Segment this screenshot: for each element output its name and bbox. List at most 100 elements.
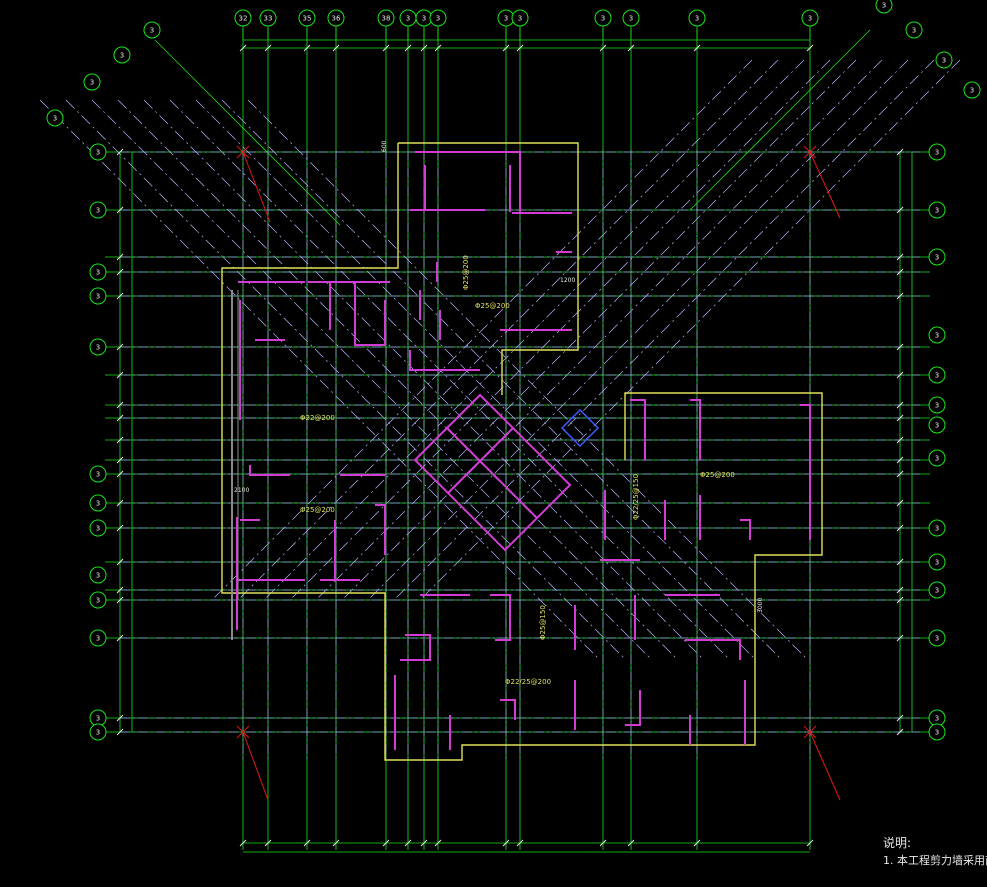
dimension-tick bbox=[896, 586, 904, 594]
dimension-tick bbox=[896, 414, 904, 422]
dimension-tick bbox=[382, 44, 390, 52]
axis-bubble-top-label: 3 bbox=[422, 15, 426, 23]
shear-wall-segment bbox=[625, 690, 641, 726]
dimension-tick bbox=[264, 44, 272, 52]
shear-wall-segment bbox=[249, 465, 290, 476]
shear-wall-segment bbox=[740, 519, 751, 540]
axis-bubble-left-label: 3 bbox=[96, 597, 100, 605]
dimension-tick bbox=[896, 558, 904, 566]
dimension-tick bbox=[116, 728, 124, 736]
dimension-tick bbox=[896, 253, 904, 261]
axis-bubble-left bbox=[89, 629, 107, 647]
dimension-tick bbox=[332, 44, 340, 52]
axis-bubble-right-label: 3 bbox=[935, 715, 939, 723]
dimension-tick bbox=[502, 839, 510, 847]
axis-bubble-right bbox=[928, 629, 946, 647]
axis-bubble-left-label: 3 bbox=[96, 715, 100, 723]
dimension-tick bbox=[896, 401, 904, 409]
dimension-tick bbox=[896, 371, 904, 379]
dim-label-600: 600 bbox=[381, 140, 388, 152]
axis-bubble-left bbox=[89, 723, 107, 741]
dimension-tick bbox=[896, 470, 904, 478]
axis-bubble-top-label: 3 bbox=[601, 15, 605, 23]
rebar-label-5: Φ25@200 bbox=[700, 471, 735, 479]
axis-bubble-right bbox=[928, 553, 946, 571]
axis-bubble-right bbox=[928, 143, 946, 161]
axis-bubble-diagonal bbox=[113, 46, 131, 64]
diagonal-axis-line-b bbox=[315, 59, 857, 601]
axis-bubble-top-label: 3 bbox=[629, 15, 633, 23]
dimension-tick bbox=[599, 44, 607, 52]
outline-wall bbox=[221, 143, 823, 761]
axis-bubble-right bbox=[928, 723, 946, 741]
axis-bubble-diagonal-label: 3 bbox=[90, 79, 94, 87]
dimension-tick bbox=[116, 714, 124, 722]
axis-bubble-diagonal bbox=[143, 21, 161, 39]
dimension-tick bbox=[404, 839, 412, 847]
dimension-tick bbox=[116, 292, 124, 300]
shear-wall-segment bbox=[375, 504, 386, 555]
dimension-tick bbox=[627, 44, 635, 52]
dimension-tick bbox=[116, 206, 124, 214]
axis-bubble-top-label: 3 bbox=[808, 15, 812, 23]
axis-bubble-top bbox=[298, 9, 316, 27]
dimension-tick bbox=[116, 470, 124, 478]
axis-bubble-top bbox=[259, 9, 277, 27]
drawing-notes: 说明: 1. 本工程剪力墙采用商品砼, 土 bbox=[883, 834, 987, 870]
axis-bubble-diagonal bbox=[935, 51, 953, 69]
dimension-tick bbox=[116, 634, 124, 642]
axis-bubble-left-label: 3 bbox=[96, 293, 100, 301]
axis-bubble-diagonal bbox=[963, 81, 981, 99]
notes-line-1: 1. 本工程剪力墙采用商品砼, 土 bbox=[883, 854, 987, 867]
diagonal-axis-line-b bbox=[367, 59, 909, 601]
axis-bubble-left bbox=[89, 519, 107, 537]
axis-bubble-top-label: 35 bbox=[303, 15, 312, 23]
axis-bubble-top-label: 32 bbox=[239, 15, 248, 23]
axis-bubble-top bbox=[688, 9, 706, 27]
dimension-tick bbox=[116, 436, 124, 444]
axis-bubble-left bbox=[89, 263, 107, 281]
axis-bubble-right bbox=[928, 449, 946, 467]
dimension-tick bbox=[693, 839, 701, 847]
rebar-label-4: Φ25@200 bbox=[300, 506, 335, 514]
axis-bubble-right-label: 3 bbox=[935, 254, 939, 262]
dimension-tick bbox=[239, 44, 247, 52]
shear-wall-segment bbox=[685, 639, 741, 660]
axis-bubble-left bbox=[89, 338, 107, 356]
dimension-tick bbox=[896, 148, 904, 156]
axis-bubble-top-label: 3 bbox=[504, 15, 508, 23]
rebar-label-3: Φ22@200 bbox=[300, 414, 335, 422]
dimension-tick bbox=[332, 839, 340, 847]
axis-bubble-diagonal-label: 3 bbox=[53, 115, 57, 123]
axis-bubble-left bbox=[89, 494, 107, 512]
axis-bubble-left bbox=[89, 591, 107, 609]
diagonal-axis-line-b bbox=[393, 59, 935, 601]
axis-bubble-top bbox=[327, 9, 345, 27]
outline-wall bbox=[398, 142, 579, 395]
axis-bubble-top bbox=[511, 9, 529, 27]
dimension-tick bbox=[896, 596, 904, 604]
dim-label-2100: 2100 bbox=[234, 487, 249, 494]
dimension-tick bbox=[627, 839, 635, 847]
axis-bubble-left-label: 3 bbox=[96, 269, 100, 277]
axis-bubble-left-label: 3 bbox=[96, 207, 100, 215]
axis-bubble-right-label: 3 bbox=[935, 332, 939, 340]
axis-bubble-top bbox=[429, 9, 447, 27]
axis-bubble-right bbox=[928, 581, 946, 599]
axis-bubble-top bbox=[594, 9, 612, 27]
shear-wall-segment bbox=[490, 594, 511, 641]
dimension-tick bbox=[116, 524, 124, 532]
rebar-label-6: Φ22/25@150 bbox=[632, 474, 640, 520]
dimension-tick bbox=[434, 44, 442, 52]
axis-bubble-right bbox=[928, 326, 946, 344]
diagonal-axis-line-b bbox=[211, 59, 753, 601]
dimension-tick bbox=[382, 839, 390, 847]
axis-bubble-left-label: 3 bbox=[96, 729, 100, 737]
shear-wall-segment bbox=[409, 350, 480, 371]
axis-bubble-top-label: 33 bbox=[264, 15, 273, 23]
axis-bubble-diagonal-label: 3 bbox=[120, 52, 124, 60]
axis-bubble-diagonal-label: 3 bbox=[882, 2, 886, 10]
dimension-tick bbox=[116, 371, 124, 379]
dimension-tick bbox=[420, 839, 428, 847]
axis-bubble-right-label: 3 bbox=[935, 635, 939, 643]
